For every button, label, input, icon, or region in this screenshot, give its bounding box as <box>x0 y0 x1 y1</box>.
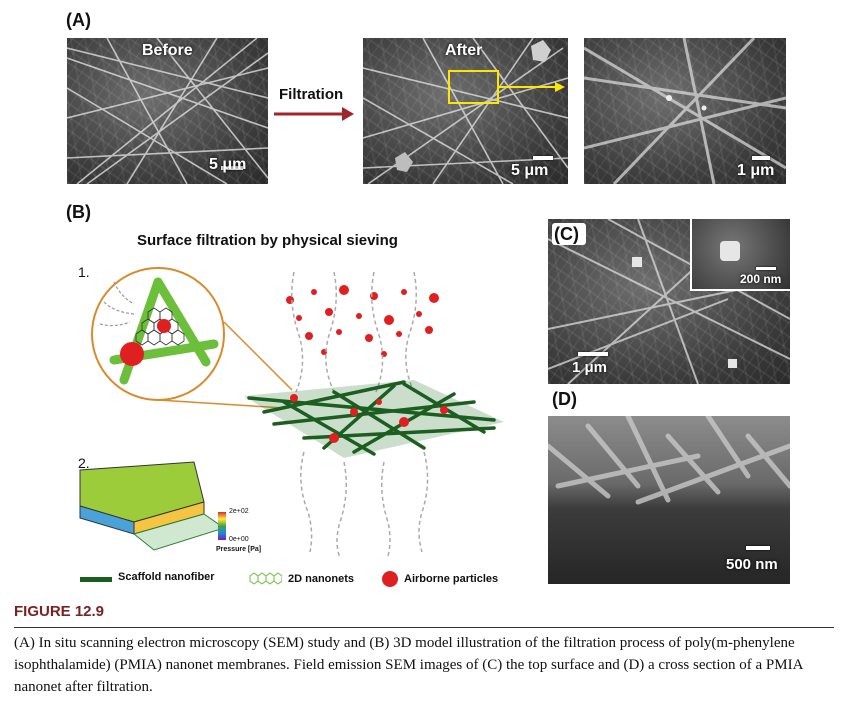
panel-c-label: (C) <box>554 224 579 244</box>
zoom-scale-label: 1 μm <box>737 162 775 179</box>
filtration-arrow-icon <box>274 107 354 121</box>
fiber-mesh-before <box>67 38 268 184</box>
before-title: Before <box>142 42 193 59</box>
sem-zoom-image: 1 μm <box>584 38 786 184</box>
panel-b-label: (B) <box>66 202 91 222</box>
before-scale-label: 5 μm <box>209 156 247 173</box>
zoom-scale-bar <box>752 156 770 160</box>
panel-c-label-box <box>552 223 586 245</box>
after-scale-bar <box>533 156 553 160</box>
inset-particle <box>720 241 740 261</box>
colorbar-label: Pressure [Pa] <box>216 546 262 553</box>
panel-d-scale-bar <box>746 546 770 550</box>
panel-d-scale-label: 500 nm <box>726 556 778 573</box>
filtration-illustration <box>79 267 504 559</box>
panel-b-title: Surface filtration by physical sieving <box>137 232 398 249</box>
step-2-label: 2. <box>78 455 90 471</box>
panel-c-scale-bar <box>578 352 608 356</box>
sem-before-image: Before 5 μm <box>67 38 268 184</box>
pressure-colorbar <box>218 512 226 540</box>
fiber-mesh-after <box>363 38 568 184</box>
legend-scaffold-swatch <box>80 577 112 582</box>
before-scale-bar <box>221 166 243 170</box>
panel-d-label: (D) <box>552 389 577 409</box>
figure-caption: (A) In situ scanning electron microscopy… <box>14 635 803 695</box>
colorbar-max: 2e+02 <box>229 508 249 515</box>
inset-scale-label: 200 nm <box>740 272 782 286</box>
panel-a-label: (A) <box>66 10 91 30</box>
filtration-label: Filtration <box>279 86 344 103</box>
legend-nanonet-icon <box>249 572 282 585</box>
legend-particle-label: Airborne particles <box>404 573 499 585</box>
sem-top-surface-image: (C) 200 nm 1 μm <box>548 219 790 384</box>
legend-scaffold-label: Scaffold nanofiber <box>118 571 215 583</box>
colorbar-min: 0e+00 <box>229 536 249 543</box>
legend-particle-icon <box>382 571 398 587</box>
legend-nanonet-label: 2D nanonets <box>288 573 355 585</box>
fiber-mesh-zoom <box>584 38 786 184</box>
caption-rule <box>14 627 834 628</box>
panel-c-scale-label: 1 μm <box>572 359 608 376</box>
after-scale-label: 5 μm <box>511 162 549 179</box>
step-1-label: 1. <box>78 264 90 280</box>
figure-label: FIGURE 12.9 <box>14 603 105 620</box>
fiber-cross-section <box>548 416 790 505</box>
sem-cross-section-image: 500 nm <box>548 416 790 584</box>
sem-after-image: After 5 μm <box>363 38 568 184</box>
after-title: After <box>445 42 483 59</box>
inset-scale-bar <box>756 267 776 270</box>
zoom-arrow-icon <box>497 82 565 92</box>
panel-c-inset: 200 nm <box>690 219 790 291</box>
zoom-region-box <box>448 70 499 104</box>
